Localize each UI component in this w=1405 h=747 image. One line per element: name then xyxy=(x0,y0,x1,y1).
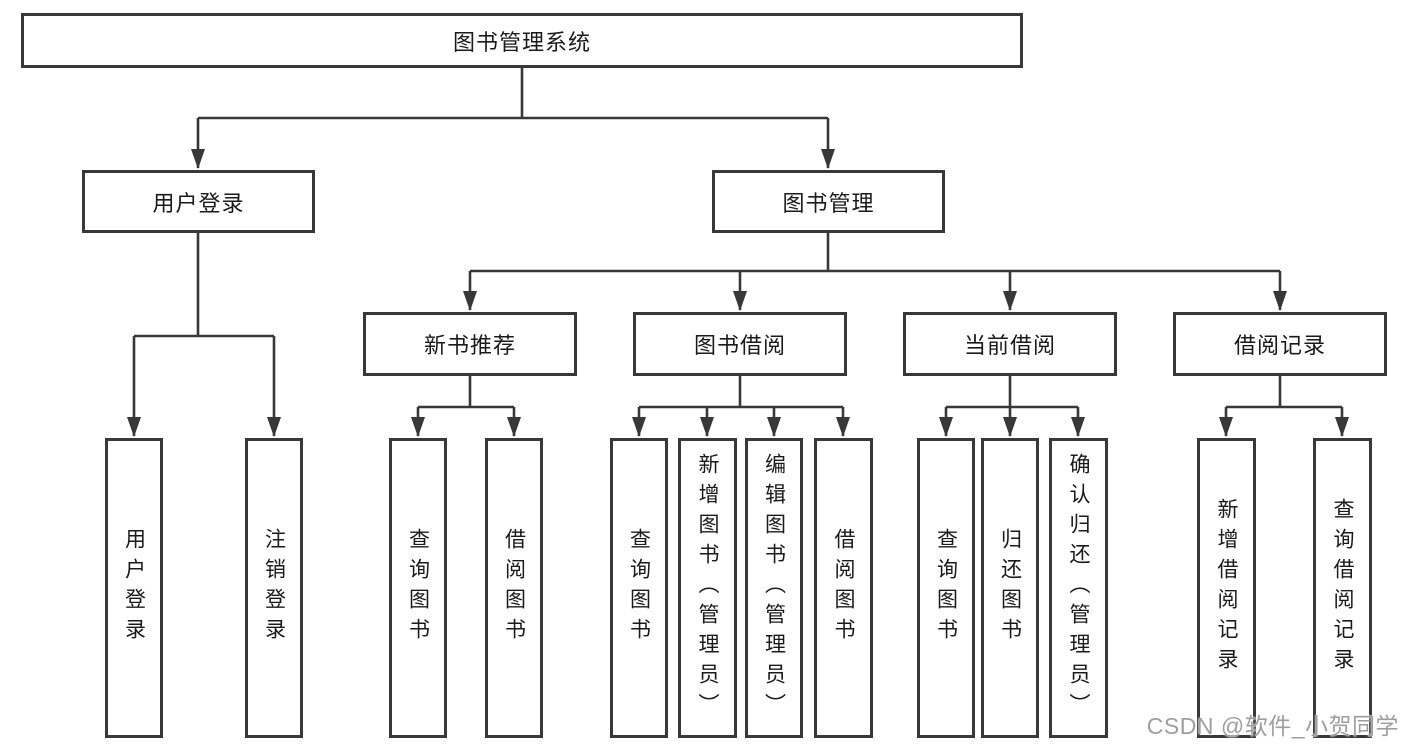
leaf-confirm-return-admin: 确认归还（管理员） xyxy=(1049,438,1108,738)
leaf-add-book-admin: 新增图书（管理员） xyxy=(678,438,737,738)
node-library-system: 图书管理系统 xyxy=(21,13,1023,68)
leaf-user-login: 用户登录 xyxy=(105,438,163,738)
node-new-book-recommend: 新书推荐 xyxy=(363,312,577,376)
node-user-login: 用户登录 xyxy=(82,170,315,233)
leaf-edit-book-admin: 编辑图书（管理员） xyxy=(745,438,803,738)
leaf-borrow-books: 借阅图书 xyxy=(814,438,873,738)
node-book-management: 图书管理 xyxy=(712,170,945,233)
node-borrow-records: 借阅记录 xyxy=(1173,312,1387,376)
leaf-return-books: 归还图书 xyxy=(981,438,1039,738)
leaf-query-books-borrow: 查询图书 xyxy=(610,438,668,738)
leaf-query-books-current: 查询图书 xyxy=(917,438,975,738)
leaf-query-books-recommend: 查询图书 xyxy=(389,438,447,738)
leaf-borrow-books-recommend: 借阅图书 xyxy=(485,438,543,738)
leaf-add-borrow-record: 新增借阅记录 xyxy=(1197,438,1256,738)
leaf-query-borrow-record: 查询借阅记录 xyxy=(1313,438,1372,738)
node-current-borrow: 当前借阅 xyxy=(903,312,1117,376)
csdn-watermark: CSDN @软件_小贺同学 xyxy=(1146,713,1399,739)
node-book-borrow: 图书借阅 xyxy=(633,312,847,376)
leaf-logout: 注销登录 xyxy=(245,438,303,738)
